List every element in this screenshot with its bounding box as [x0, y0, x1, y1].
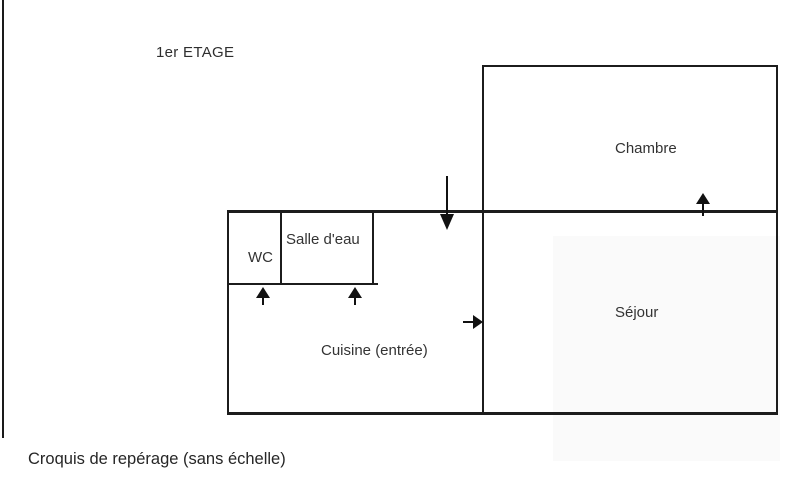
- sejour-highlight-patch: [553, 236, 780, 461]
- room-label-wc: WC: [248, 249, 273, 266]
- wall-wc-salledeau-bottom: [227, 283, 378, 285]
- wc-door-arrow-stem: [262, 296, 264, 305]
- left-edge-line: [2, 0, 4, 438]
- wall-wc-salledeau-divider: [280, 211, 282, 285]
- plan-caption: Croquis de repérage (sans échelle): [28, 450, 286, 468]
- entry-down-arrow-stem: [446, 176, 448, 216]
- room-label-salle-deau: Salle d'eau: [286, 231, 360, 248]
- room-label-chambre: Chambre: [615, 140, 677, 157]
- entry-down-arrow-head: [440, 214, 454, 230]
- room-label-sejour: Séjour: [615, 304, 659, 321]
- chambre-door-arrow-stem: [702, 202, 704, 216]
- room-label-cuisine: Cuisine (entrée): [321, 342, 428, 359]
- salle-deau-door-arrow-head: [348, 287, 362, 298]
- wall-salledeau-right: [372, 211, 374, 285]
- entry-right-arrow-stem: [463, 321, 476, 323]
- entry-right-arrow-head: [473, 315, 483, 329]
- wall-bottom: [227, 412, 778, 415]
- wall-left-cuisine: [227, 210, 229, 415]
- wall-chambre-top: [482, 65, 778, 67]
- chambre-door-arrow-head: [696, 193, 710, 204]
- wc-door-arrow-head: [256, 287, 270, 298]
- wall-center-vertical: [482, 65, 484, 415]
- wall-middle-horizontal: [227, 210, 778, 213]
- floor-title: 1er ETAGE: [156, 44, 235, 61]
- wall-right: [776, 65, 778, 415]
- salle-deau-door-arrow-stem: [354, 296, 356, 305]
